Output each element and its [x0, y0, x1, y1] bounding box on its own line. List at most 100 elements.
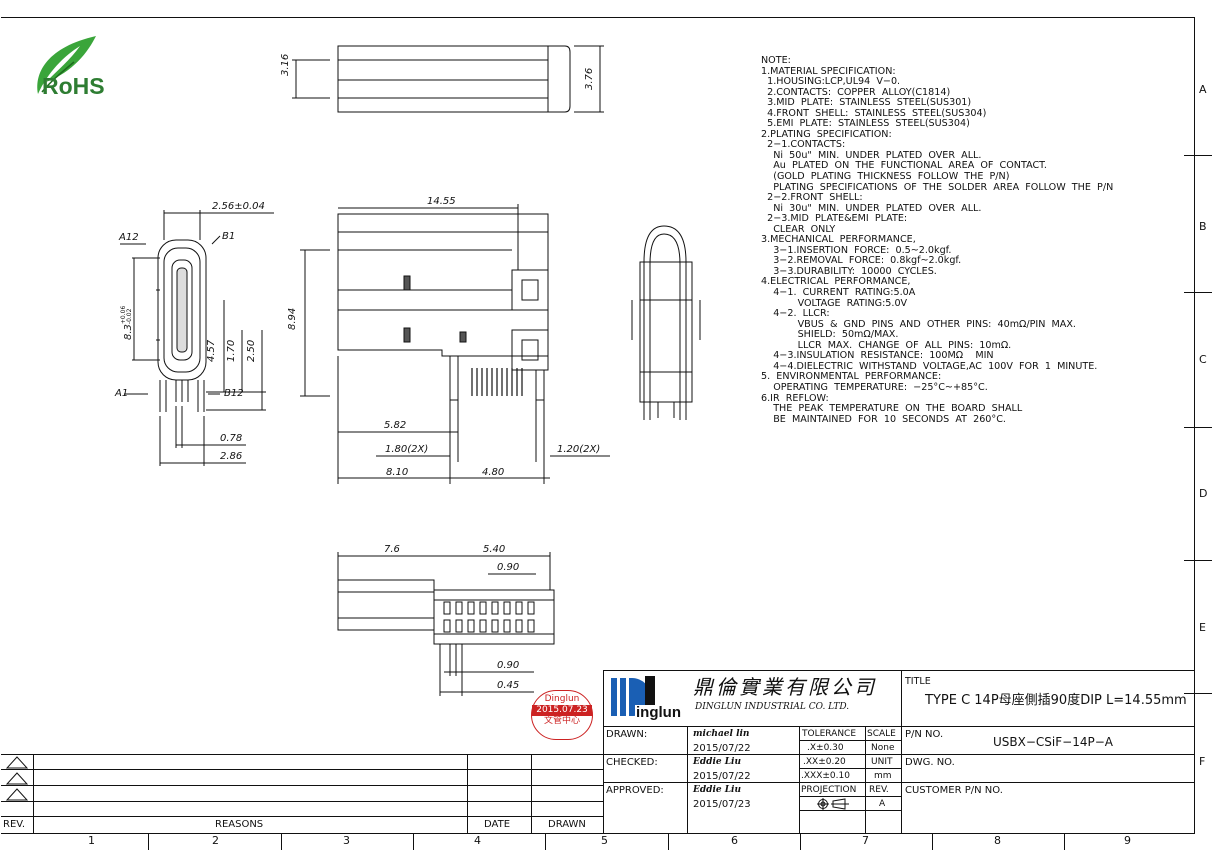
approved-date: 2015/07/23	[693, 799, 751, 810]
document-control-stamp: Dinglun 2015.07.23 文管中心	[531, 690, 593, 740]
note-line: 3.MID PLATE: STAINLESS STEEL(SUS301)	[761, 97, 972, 109]
note-line: LLCR MAX. CHANGE OF ALL PINS: 10mΩ.	[761, 339, 1012, 351]
dim-front-h2: 1.70	[226, 339, 237, 362]
row-label-f: F	[1199, 755, 1206, 768]
pin-label-b1: B1	[222, 231, 236, 242]
reasons-header: REASONS	[215, 819, 264, 830]
approved-name: Eddie Liu	[693, 785, 742, 795]
scale-label: SCALE	[867, 729, 896, 739]
title-block: inglun 鼎倫實業有限公司 DINGLUN INDUSTRIAL CO. L…	[603, 670, 1194, 833]
note-line: 4.FRONT SHELL: STAINLESS STEEL(SUS304)	[761, 107, 987, 119]
unit-label: UNIT	[871, 757, 893, 767]
dim-side-length: 14.55	[427, 196, 456, 207]
end-view	[631, 225, 701, 420]
dim-side-height: 8.94	[287, 307, 298, 330]
drawn-name: michael lin	[693, 729, 750, 739]
dim-front-height-tol-lower: -0.02	[125, 308, 133, 325]
dim-side-d3: 1.20(2X)	[557, 444, 601, 455]
drawn-header: DRAWN	[548, 819, 586, 830]
note-line: 2−1.CONTACTS:	[761, 139, 846, 151]
note-line: NOTE:	[761, 55, 791, 66]
col-label-4: 4	[474, 834, 481, 847]
col-label-8: 8	[994, 834, 1001, 847]
customer-pn-label: CUSTOMER P/N NO.	[905, 785, 1003, 796]
col-label-6: 6	[731, 834, 738, 847]
unit-value: mm	[874, 771, 892, 781]
dwg-label: DWG. NO.	[905, 757, 955, 768]
note-line: 2−2.FRONT SHELL:	[761, 192, 863, 204]
note-line: (GOLD PLATING THICKNESS FOLLOW THE P/N)	[761, 171, 1010, 183]
bottom-view	[337, 552, 555, 696]
date-header: DATE	[484, 819, 511, 830]
top-view	[292, 45, 604, 113]
note-line: 2−3.MID PLATE&EMI PLATE:	[761, 213, 908, 225]
note-line: THE PEAK TEMPERATURE ON THE BOARD SHALL	[761, 403, 1023, 415]
rohs-logo: RoHS	[28, 32, 138, 102]
tolerance-x: .X±0.30	[807, 743, 844, 753]
note-line: 5. ENVIRONMENTAL PERFORMANCE:	[761, 371, 942, 383]
row-label-e: E	[1199, 621, 1206, 634]
stamp-line-2: 2015.07.23	[532, 705, 592, 716]
dinglun-logo-text: inglun	[635, 704, 682, 721]
row-label-c: C	[1199, 353, 1207, 366]
pn-value: USBX−CSiF−14P−A	[993, 735, 1113, 749]
col-label-5: 5	[601, 834, 608, 847]
col-label-1: 1	[88, 834, 95, 847]
tolerance-label: TOLERANCE	[802, 729, 857, 739]
drawn-date: 2015/07/22	[693, 743, 751, 754]
note-line: OPERATING TEMPERATURE: −25°C~+85°C.	[761, 381, 988, 393]
projection-label: PROJECTION	[801, 785, 857, 795]
pn-label: P/N NO.	[905, 729, 944, 740]
note-line: BE MAINTAINED FOR 10 SECONDS AT 260°C.	[761, 413, 1006, 425]
company-name-english: DINGLUN INDUSTRIAL CO. LTD.	[695, 702, 850, 712]
title-label: TITLE	[905, 676, 931, 687]
dim-front-h3: 2.50	[246, 339, 257, 362]
rohs-leaf-icon	[37, 36, 96, 94]
drawn-label: DRAWN:	[606, 729, 648, 740]
rev-value: A	[879, 799, 886, 809]
col-label-9: 9	[1124, 834, 1131, 847]
note-line: 4−1. CURRENT RATING:5.0A	[761, 287, 916, 299]
note-line: 4−4.DIELECTRIC WITHSTAND VOLTAGE,AC 100V…	[761, 360, 1098, 372]
note-line: PLATING SPECIFICATIONS OF THE SOLDER ARE…	[761, 181, 1114, 193]
note-line: 4−2. LLCR:	[761, 308, 830, 320]
dim-front-w1: 0.78	[220, 433, 243, 444]
pin-label-a12: A12	[119, 232, 139, 243]
note-line: 3−3.DURABILITY: 10000 CYCLES.	[761, 265, 937, 277]
dim-side-d5: 4.80	[482, 467, 505, 478]
dim-front-w2: 2.86	[220, 451, 243, 462]
pin-label-b12: B12	[224, 388, 244, 399]
stamp-line-1: Dinglun	[544, 694, 580, 704]
note-line: 2.CONTACTS: COPPER ALLOY(C1814)	[761, 86, 951, 98]
note-line: Ni 50u" MIN. UNDER PLATED OVER ALL.	[761, 149, 982, 161]
note-line: 1.MATERIAL SPECIFICATION:	[761, 65, 896, 77]
title-value: TYPE C 14P母座側插90度DIP L=14.55mm	[925, 693, 1187, 708]
note-line: CLEAR ONLY	[761, 223, 836, 235]
note-line: Ni 30u" MIN. UNDER PLATED OVER ALL.	[761, 202, 982, 214]
dim-front-h1: 4.57	[206, 339, 217, 362]
note-line: Au PLATED ON THE FUNCTIONAL AREA OF CONT…	[761, 160, 1047, 172]
dim-top-d1: 3.16	[280, 53, 291, 76]
checked-name: Eddie Liu	[693, 757, 742, 767]
dim-top-d2: 3.76	[584, 67, 595, 90]
company-name-chinese: 鼎倫實業有限公司	[693, 675, 877, 699]
technical-drawing	[120, 45, 701, 696]
row-label-d: D	[1199, 487, 1208, 500]
dim-front-height: 8.3	[123, 324, 134, 340]
note-line: SHIELD: 50mΩ/MAX.	[761, 329, 899, 341]
tolerance-xxx: .XXX±0.10	[801, 771, 850, 781]
dim-bottom-d4: 0.90	[497, 660, 520, 671]
note-line: 1.HOUSING:LCP,UL94 V−0.	[761, 76, 901, 88]
scale-value: None	[871, 743, 895, 753]
note-line: 4−3.INSULATION RESISTANCE: 100MΩ MIN	[761, 350, 994, 362]
note-line: 5.EMI PLATE: STAINLESS STEEL(SUS304)	[761, 118, 970, 130]
note-line: 6.IR REFLOW:	[761, 392, 829, 404]
dim-front-width: 2.56±0.04	[212, 201, 265, 212]
note-line: 3−1.INSERTION FORCE: 0.5~2.0kgf.	[761, 244, 952, 256]
dim-side-d2: 1.80(2X)	[385, 444, 429, 455]
stamp-line-3: 文管中心	[543, 716, 580, 726]
dim-bottom-d1: 7.6	[384, 544, 400, 555]
checked-date: 2015/07/22	[693, 771, 751, 782]
pin-label-a1: A1	[115, 388, 129, 399]
